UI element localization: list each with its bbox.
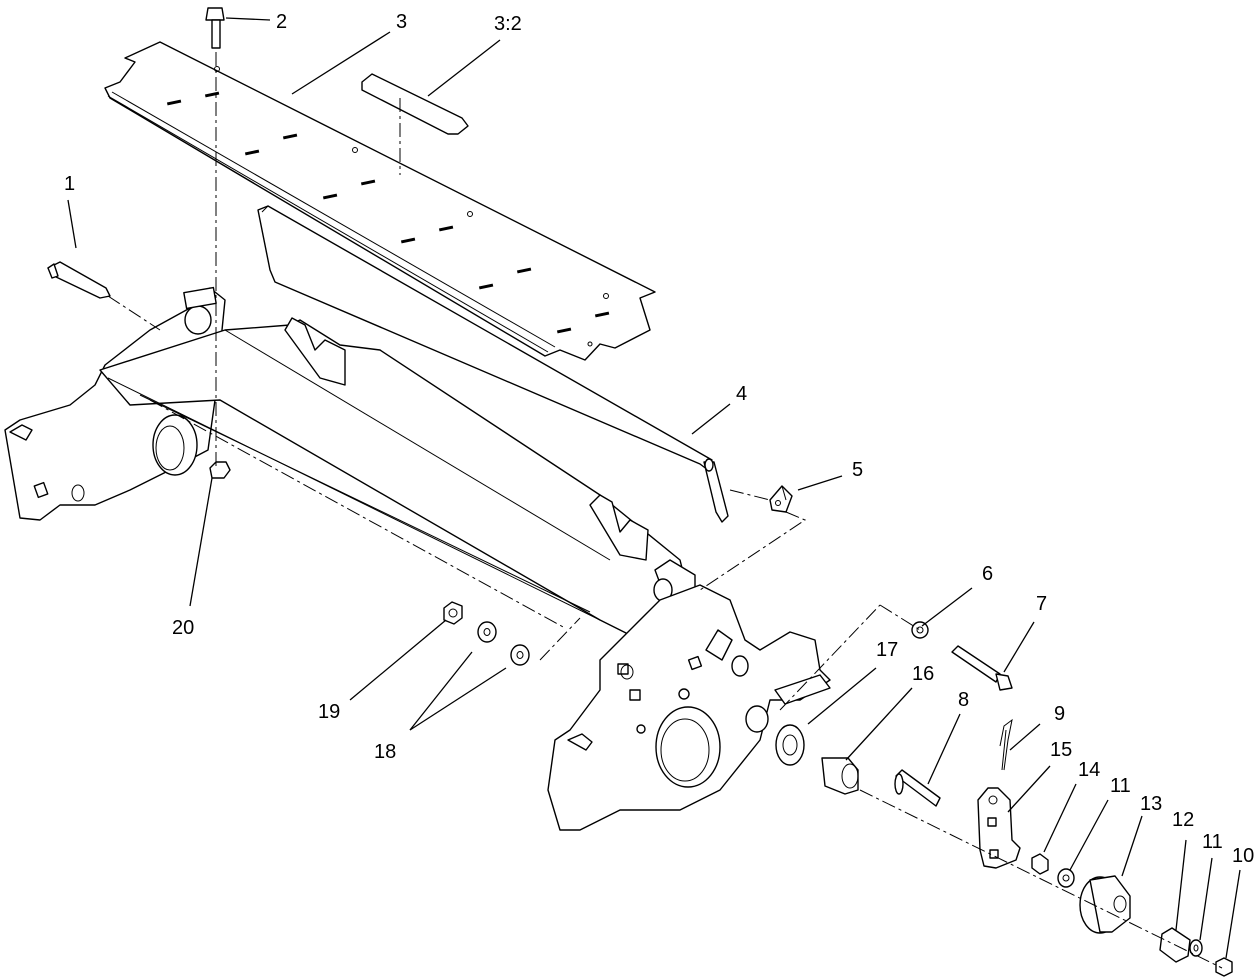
callout-9: 9 [1054, 703, 1065, 725]
pin-part-8 [894, 769, 941, 807]
nut-part-20 [209, 461, 231, 479]
callout-6: 6 [982, 563, 993, 585]
callout-1: 1 [64, 173, 75, 195]
callout-17: 17 [876, 639, 898, 661]
hairpin-part-9 [999, 718, 1013, 771]
callout-19: 19 [318, 701, 340, 723]
nut-part-19 [443, 601, 463, 625]
washer-part-18a [477, 621, 497, 643]
callout-2: 2 [276, 11, 287, 33]
assembly-lines [107, 52, 1223, 969]
callout-7: 7 [1036, 593, 1047, 615]
callout-labels: 1 2 3 3:2 4 5 6 7 8 9 10 11 11 12 13 14 … [64, 11, 1254, 867]
washer-part-11a [1057, 868, 1075, 888]
lever-part-15 [977, 787, 1021, 869]
callout-3-2: 3:2 [494, 13, 522, 35]
callout-8: 8 [958, 689, 969, 711]
nut-part-14 [1031, 853, 1049, 875]
clip-part [769, 485, 793, 513]
callout-3: 3 [396, 11, 407, 33]
callout-10: 10 [1232, 845, 1254, 867]
rod-part [257, 205, 729, 523]
callout-4: 4 [736, 383, 747, 405]
callout-11a: 11 [1110, 775, 1131, 797]
washer-part-18b [510, 644, 530, 666]
roller-part-13 [1079, 875, 1131, 934]
main-frame-part [4, 286, 831, 831]
callout-11b: 11 [1202, 831, 1223, 853]
callout-13: 13 [1140, 793, 1162, 815]
callout-15: 15 [1050, 739, 1072, 761]
callout-16: 16 [912, 663, 934, 685]
decal-part [361, 73, 469, 175]
callout-5: 5 [852, 459, 863, 481]
spacer-part-16 [821, 757, 859, 795]
bolt-part-1 [47, 261, 111, 299]
bolt-part-2 [205, 7, 225, 49]
washer-part-11b [1189, 939, 1203, 957]
nut-part-10 [1215, 957, 1233, 977]
washer-part-6 [911, 621, 929, 639]
callout-18: 18 [374, 741, 396, 763]
callout-14: 14 [1078, 759, 1100, 781]
washer-part-17 [775, 724, 805, 766]
leader-lines [67, 17, 1241, 959]
top-plate-part [104, 41, 656, 361]
bolt-part-7 [951, 645, 1013, 691]
callout-20: 20 [172, 617, 194, 639]
callout-12: 12 [1172, 809, 1194, 831]
